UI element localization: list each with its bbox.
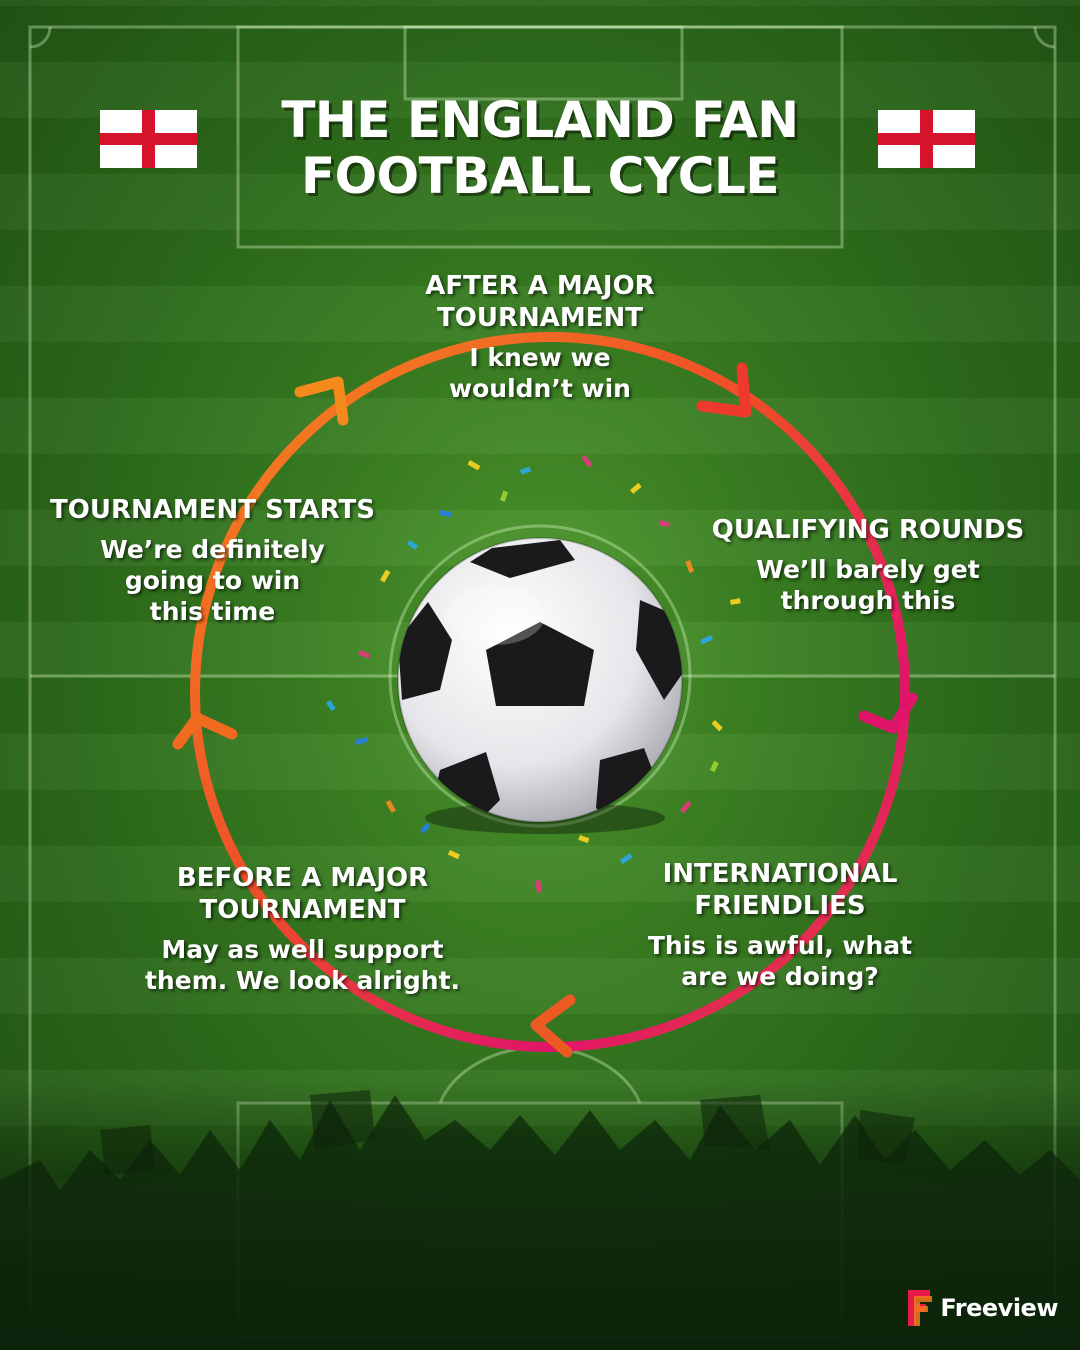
title-line-2: FOOTBALL CYCLE xyxy=(300,147,780,205)
stage-heading: INTERNATIONAL FRIENDLIES xyxy=(662,859,898,921)
stage-quote: I knew we wouldn’t win xyxy=(449,343,631,403)
title-line-1: THE ENGLAND FAN xyxy=(281,91,799,149)
stage-heading: TOURNAMENT STARTS xyxy=(50,495,375,525)
stage-quote: May as well support them. We look alrigh… xyxy=(144,935,461,995)
stage-after-tournament: AFTER A MAJOR TOURNAMENT I knew we would… xyxy=(380,270,700,404)
stage-international-friendlies: INTERNATIONAL FRIENDLIES This is awful, … xyxy=(620,858,940,992)
cycle-arrow-2 xyxy=(858,692,918,734)
stage-heading: QUALIFYING ROUNDS xyxy=(711,515,1025,545)
stage-before-tournament: BEFORE A MAJOR TOURNAMENT May as well su… xyxy=(120,862,485,996)
cycle-arrow-3 xyxy=(530,994,576,1058)
england-flag-icon xyxy=(100,110,197,168)
freeview-logo-icon xyxy=(908,1290,933,1326)
freeview-logo: Freeview xyxy=(904,1286,1058,1330)
page-title: THE ENGLAND FAN FOOTBALL CYCLE xyxy=(240,92,840,204)
confetti xyxy=(325,455,741,893)
stage-quote: We’ll barely get through this xyxy=(756,555,980,615)
stage-quote: This is awful, what are we doing? xyxy=(647,931,913,991)
stage-tournament-starts: TOURNAMENT STARTS We’re definitely going… xyxy=(30,494,395,627)
cycle-arrow-5 xyxy=(294,376,349,426)
stage-heading: AFTER A MAJOR TOURNAMENT xyxy=(425,271,655,333)
logo-text: Freeview xyxy=(940,1294,1058,1322)
england-flag-icon xyxy=(878,110,975,168)
cycle-arrow-4 xyxy=(172,712,238,750)
stage-heading: BEFORE A MAJOR TOURNAMENT xyxy=(176,863,429,925)
stage-quote: We’re definitely going to win this time xyxy=(100,535,325,626)
stage-qualifying-rounds: QUALIFYING ROUNDS We’ll barely get throu… xyxy=(698,514,1038,616)
cycle-arrow-1 xyxy=(696,362,752,418)
